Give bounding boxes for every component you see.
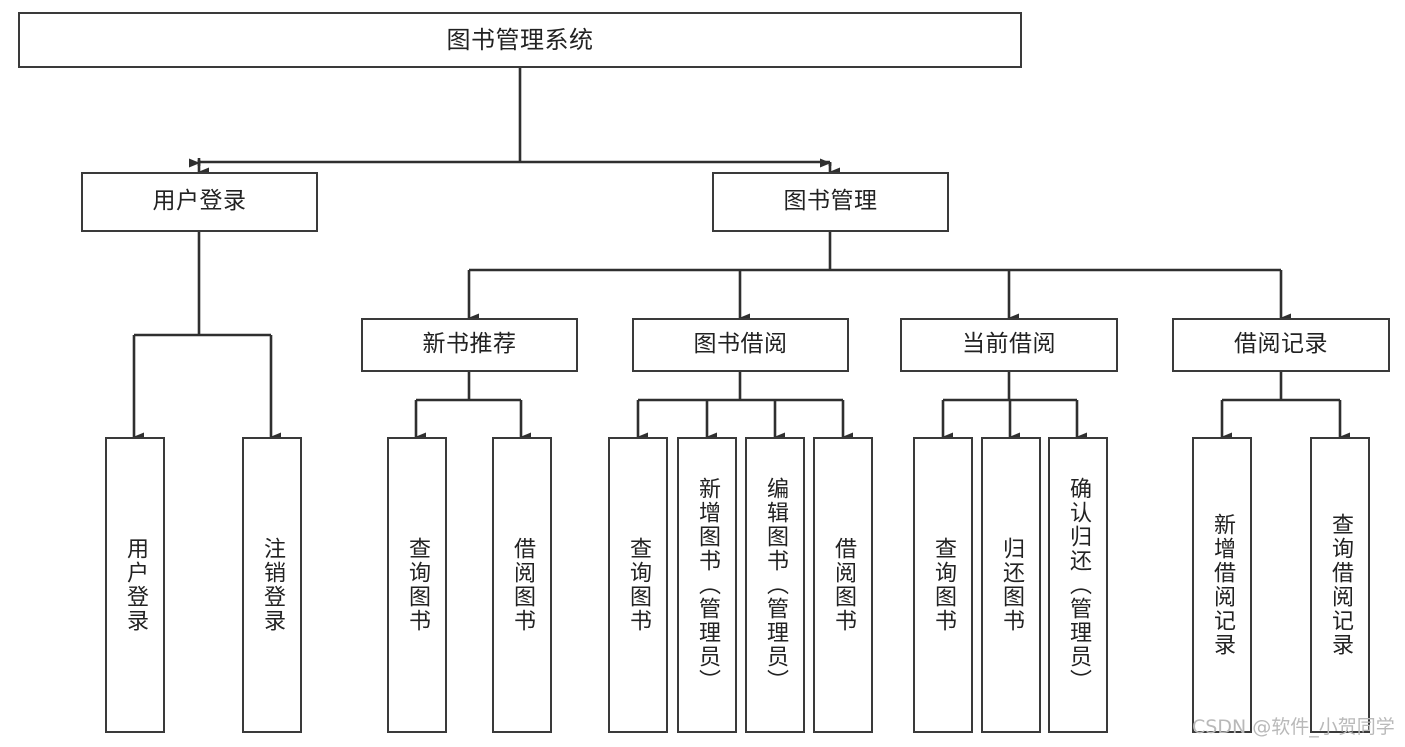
node-leaf-user-login[interactable]: 用户登录: [105, 437, 165, 733]
node-leaf-return-book[interactable]: 归还图书: [981, 437, 1041, 733]
node-book-management[interactable]: 图书管理: [712, 172, 949, 232]
node-leaf-query-book-2-label: 查询图书: [625, 537, 651, 633]
node-leaf-borrow-book-2-label: 借阅图书: [830, 537, 856, 633]
node-leaf-query-book-3[interactable]: 查询图书: [913, 437, 973, 733]
node-borrow-record-label: 借阅记录: [1234, 331, 1328, 358]
node-leaf-add-record-label: 新增借阅记录: [1209, 513, 1235, 657]
node-leaf-borrow-book-2[interactable]: 借阅图书: [813, 437, 873, 733]
node-book-management-label: 图书管理: [783, 188, 878, 215]
node-leaf-query-book-1[interactable]: 查询图书: [387, 437, 447, 733]
node-current-borrow[interactable]: 当前借阅: [900, 318, 1118, 372]
node-root[interactable]: 图书管理系统: [18, 12, 1022, 68]
node-leaf-query-book-3-label: 查询图书: [930, 537, 956, 633]
node-user-login-label: 用户登录: [152, 188, 247, 215]
node-book-borrow[interactable]: 图书借阅: [632, 318, 849, 372]
node-new-book-recommend[interactable]: 新书推荐: [361, 318, 578, 372]
node-new-book-recommend-label: 新书推荐: [422, 331, 517, 358]
node-leaf-logout-login-label: 注销登录: [259, 537, 285, 633]
node-leaf-user-login-label: 用户登录: [122, 537, 148, 633]
node-book-borrow-label: 图书借阅: [693, 331, 788, 358]
node-leaf-query-record[interactable]: 查询借阅记录: [1310, 437, 1370, 733]
node-leaf-return-book-label: 归还图书: [998, 537, 1024, 633]
node-leaf-add-record[interactable]: 新增借阅记录: [1192, 437, 1252, 733]
node-leaf-add-book[interactable]: 新增图书（管理员）: [677, 437, 737, 733]
node-leaf-logout-login[interactable]: 注销登录: [242, 437, 302, 733]
csdn-watermark: CSDN @软件_小贺同学: [1192, 716, 1395, 738]
node-leaf-confirm-return-label: 确认归还（管理员）: [1065, 477, 1091, 693]
node-leaf-query-record-label: 查询借阅记录: [1327, 513, 1353, 657]
node-leaf-query-book-1-label: 查询图书: [404, 537, 430, 633]
node-leaf-query-book-2[interactable]: 查询图书: [608, 437, 668, 733]
node-user-login[interactable]: 用户登录: [81, 172, 318, 232]
node-leaf-edit-book-label: 编辑图书（管理员）: [762, 477, 788, 693]
node-leaf-confirm-return[interactable]: 确认归还（管理员）: [1048, 437, 1108, 733]
node-leaf-add-book-label: 新增图书（管理员）: [694, 477, 720, 693]
node-borrow-record[interactable]: 借阅记录: [1172, 318, 1390, 372]
node-leaf-borrow-book-1-label: 借阅图书: [509, 537, 535, 633]
node-root-label: 图书管理系统: [446, 25, 594, 54]
node-leaf-borrow-book-1[interactable]: 借阅图书: [492, 437, 552, 733]
node-current-borrow-label: 当前借阅: [962, 331, 1056, 358]
node-leaf-edit-book[interactable]: 编辑图书（管理员）: [745, 437, 805, 733]
